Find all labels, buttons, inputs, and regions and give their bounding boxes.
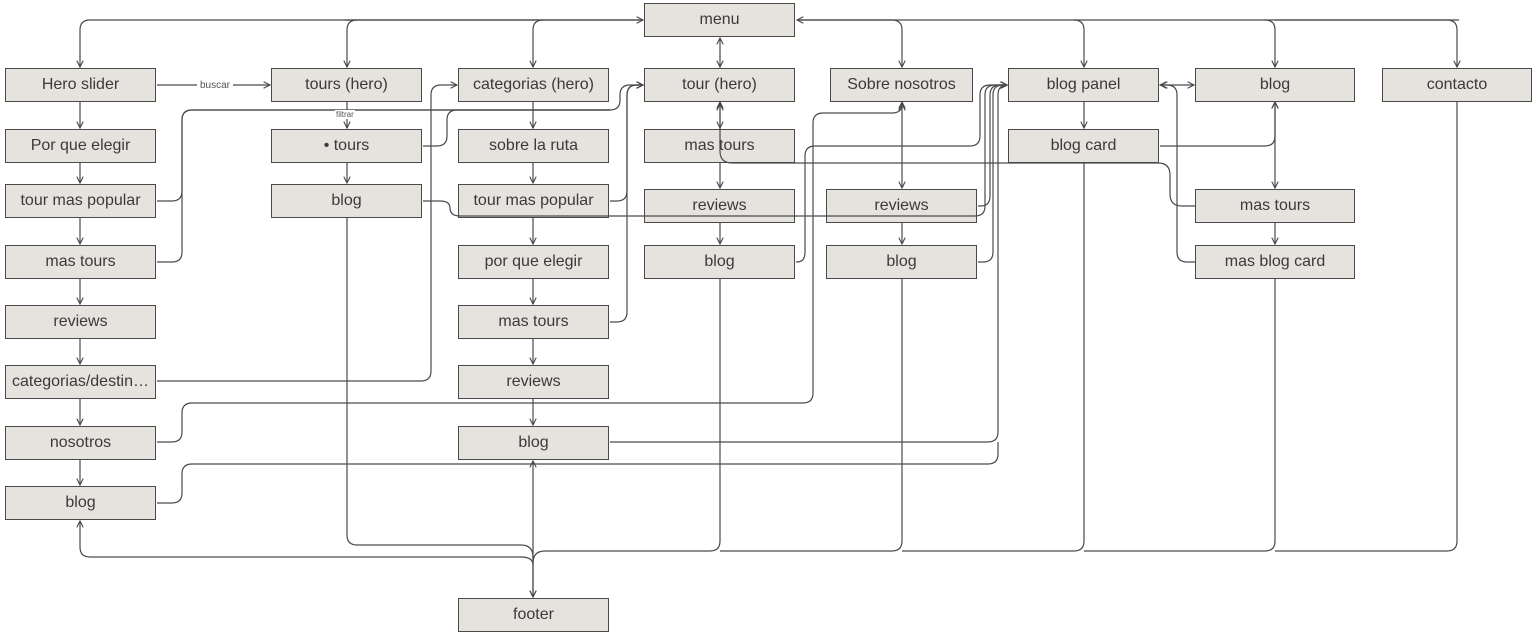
edge-label-filtrar: filtrar (335, 110, 355, 119)
edge-menu-to-hero-slider (80, 20, 643, 67)
node-categorias-hero[interactable]: categorias (hero) (458, 68, 609, 102)
node-contacto[interactable]: contacto (1382, 68, 1532, 102)
edge-menu-to-contacto (1275, 19, 1457, 67)
edge-tour-mas-popular-3-to-tour-hero (610, 85, 643, 202)
edge-mas-blog-card-to-blog-panel (1161, 85, 1195, 263)
node-blog-3[interactable]: blog (458, 426, 609, 460)
node-blog-2[interactable]: blog (271, 184, 422, 218)
edge-menu-to-tours-hero (347, 19, 358, 67)
edge-blog-4-to-sobre-nosotros (812, 104, 902, 262)
node-tour-mas-popular-3[interactable]: tour mas popular (458, 184, 609, 218)
edge-blog-4-to-blog-panel (796, 85, 1007, 263)
node-blog-4[interactable]: blog (644, 245, 795, 279)
node-mas-tours-3[interactable]: mas tours (458, 305, 609, 339)
node-tour-mas-popular-1[interactable]: tour mas popular (5, 184, 156, 218)
node-blog-5[interactable]: blog (826, 245, 977, 279)
node-reviews-1[interactable]: reviews (5, 305, 156, 339)
node-footer[interactable]: footer (458, 598, 609, 632)
node-mas-tours-7[interactable]: mas tours (1195, 189, 1355, 223)
edge-mas-blog-card-to-footer (1084, 279, 1276, 552)
edge-blog-5-to-blog-panel (978, 85, 1007, 263)
node-sobre-la-ruta[interactable]: sobre la ruta (458, 129, 609, 163)
node-reviews-3[interactable]: reviews (458, 365, 609, 399)
node-tours-list[interactable]: • tours (271, 129, 422, 163)
edge-menu-to-sobre-nosotros (797, 20, 902, 67)
edge-footer-to-blog-1 (80, 521, 534, 566)
edge-menu-to-categorias-hero (533, 19, 544, 67)
edge-contacto-to-footer (1275, 102, 1458, 552)
edge-label-buscar: buscar (197, 80, 234, 92)
node-reviews-5[interactable]: reviews (826, 189, 977, 223)
node-blog[interactable]: blog (1195, 68, 1355, 102)
node-por-que-elegir-3[interactable]: por que elegir (458, 245, 609, 279)
node-sobre-nosotros[interactable]: Sobre nosotros (830, 68, 973, 102)
node-blog-card[interactable]: blog card (1008, 129, 1159, 163)
node-reviews-4[interactable]: reviews (644, 189, 795, 223)
node-tours-hero[interactable]: tours (hero) (271, 68, 422, 102)
node-categorias-destinos[interactable]: categorias/destin… (5, 365, 156, 399)
node-blog-panel[interactable]: blog panel (1008, 68, 1159, 102)
edge-nosotros-to-sobre-nosotros (157, 262, 814, 443)
node-mas-tours-4[interactable]: mas tours (644, 129, 795, 163)
edge-blog-5-to-footer (720, 279, 903, 552)
node-hero-slider[interactable]: Hero slider (5, 68, 156, 102)
edge-menu-to-blog (1264, 19, 1275, 67)
edge-mas-tours-3-to-tour-hero (610, 85, 643, 323)
node-nosotros[interactable]: nosotros (5, 426, 156, 460)
node-tour-hero[interactable]: tour (hero) (644, 68, 795, 102)
edge-reviews-5-to-blog-panel (978, 85, 1007, 207)
edge-blog-card-to-blog (1160, 102, 1275, 147)
node-mas-tours-1[interactable]: mas tours (5, 245, 156, 279)
edge-menu-to-blog-panel (1073, 19, 1084, 67)
node-blog-1[interactable]: blog (5, 486, 156, 520)
node-por-que-elegir-1[interactable]: Por que elegir (5, 129, 156, 163)
node-menu[interactable]: menu (644, 3, 795, 37)
node-mas-blog-card[interactable]: mas blog card (1195, 245, 1355, 279)
